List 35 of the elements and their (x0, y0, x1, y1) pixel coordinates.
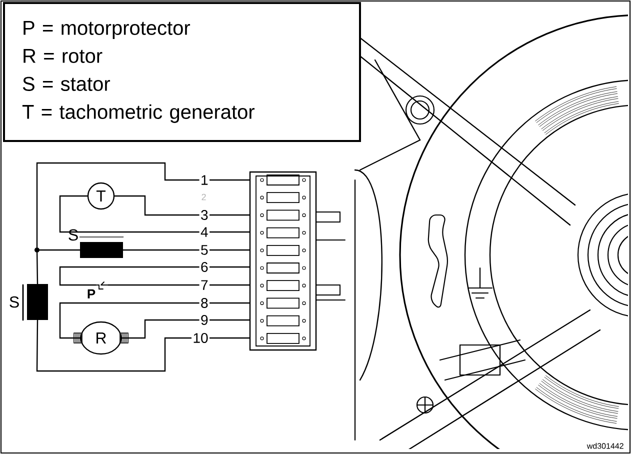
wire (39, 249, 80, 251)
pin-number: 8 (201, 298, 208, 308)
stator-coil: S (10, 284, 48, 321)
wire (209, 337, 250, 339)
node-label: S (10, 296, 19, 308)
connector-block (249, 171, 346, 351)
wire (209, 266, 250, 268)
wire (59, 302, 200, 339)
wire (209, 179, 250, 181)
wire (121, 319, 200, 339)
wire (36, 162, 200, 248)
pin-number: 9 (201, 315, 208, 325)
wire (209, 302, 250, 304)
pin-number: 7 (201, 280, 208, 290)
wire (59, 195, 200, 233)
key-box: P = motorprotector R = rotor S = stator T = tachometric generator (3, 2, 361, 142)
wire (209, 319, 250, 321)
pin-number: 1 (202, 175, 208, 185)
wire (108, 284, 200, 286)
wire (36, 320, 192, 372)
pin-number: 5 (201, 245, 208, 255)
drawing-code: wd301442 (586, 442, 624, 449)
pin-number: 2 (202, 194, 206, 200)
wire (114, 195, 200, 216)
wire (209, 214, 250, 216)
pin-number: 4 (200, 227, 208, 237)
wire (209, 231, 250, 233)
wire (59, 266, 200, 286)
pin-number: 10 (194, 333, 208, 343)
wire (209, 249, 250, 251)
pin-number: 3 (201, 210, 208, 220)
wire (209, 284, 250, 286)
wire (36, 252, 38, 284)
wire (122, 249, 200, 251)
pin-number: 6 (201, 262, 208, 272)
